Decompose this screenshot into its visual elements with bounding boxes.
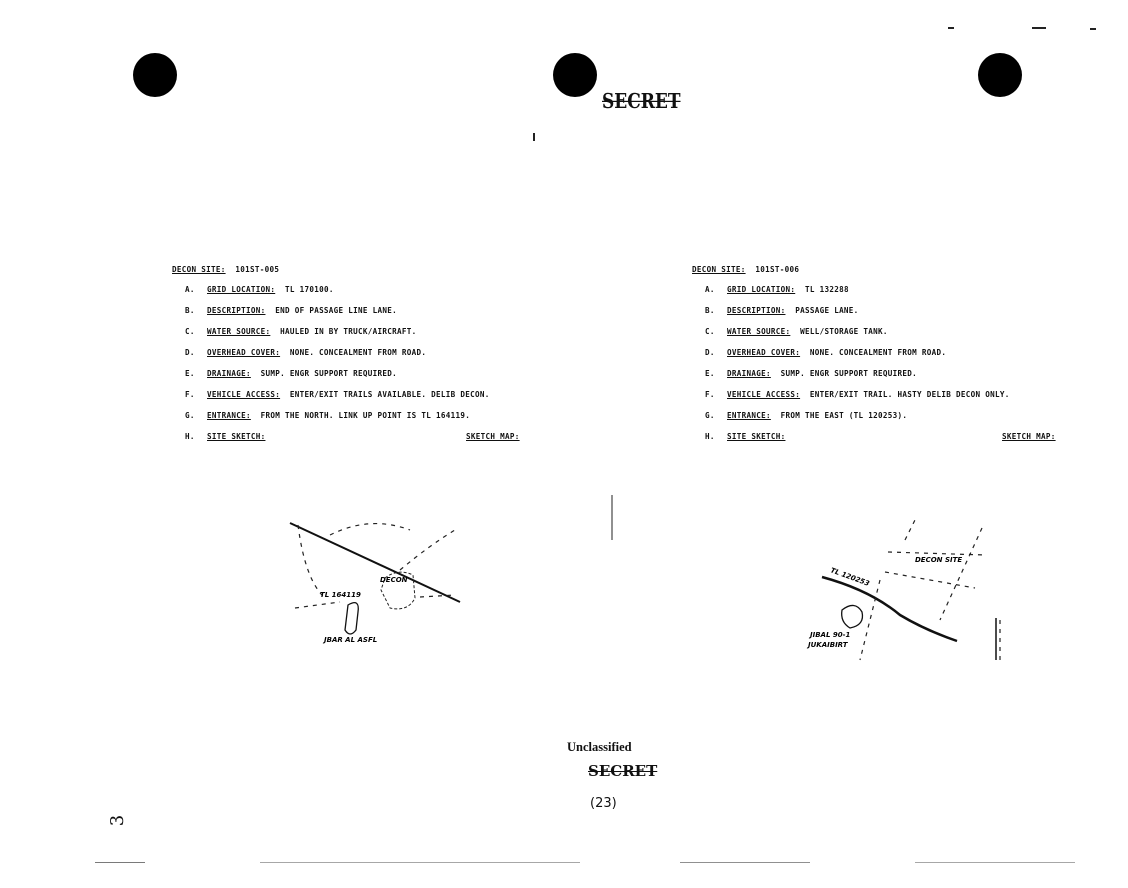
- scan-speck: [260, 862, 580, 863]
- unclassified-label: Unclassified: [567, 740, 632, 754]
- svg-text:JIBAL 90-1: JIBAL 90-1: [808, 631, 851, 639]
- field-row: E.DRAINAGE: SUMP. ENGR SUPPORT REQUIRED.: [185, 369, 398, 378]
- field-row: F.VEHICLE ACCESS: ENTER/EXIT TRAILS AVAI…: [185, 390, 490, 399]
- svg-text:JBAR AL ASFL: JBAR AL ASFL: [322, 636, 377, 644]
- field-row: B.DESCRIPTION: END OF PASSAGE LINE LANE.: [185, 306, 398, 315]
- scan-speck: [95, 862, 145, 863]
- field-row: G.ENTRANCE: FROM THE EAST (TL 120253).: [705, 411, 908, 420]
- svg-text:JUKAIBIRT: JUKAIBIRT: [806, 641, 849, 649]
- sketch-map-label: SKETCH MAP:: [1002, 432, 1056, 441]
- handwritten-mark: 3: [107, 814, 129, 827]
- svg-text:DECON SITE: DECON SITE: [915, 556, 962, 564]
- field-row: F.VEHICLE ACCESS: ENTER/EXIT TRAIL. HAST…: [705, 390, 1010, 399]
- site-id: 101ST-006: [755, 265, 800, 274]
- field-row: D.OVERHEAD COVER: NONE. CONCEALMENT FROM…: [705, 348, 947, 357]
- field-row: B.DESCRIPTION: PASSAGE LANE.: [705, 306, 859, 315]
- field-row: A.GRID LOCATION: TL 132288: [705, 285, 849, 294]
- scan-speck: [1032, 27, 1046, 29]
- scan-speck: [1090, 28, 1096, 30]
- field-row: H.SITE SKETCH:: [705, 432, 786, 441]
- scan-speck: [948, 27, 954, 29]
- site-id: 101ST-005: [235, 265, 280, 274]
- scan-speck: [533, 133, 535, 141]
- svg-text:DECON: DECON: [380, 576, 408, 584]
- site-sketch-006: TL 120253 DECON SITE JIBAL 90-1 JUKAIBIR…: [806, 519, 1001, 661]
- field-row: E.DRAINAGE: SUMP. ENGR SUPPORT REQUIRED.: [705, 369, 918, 378]
- scan-speck: [915, 862, 1075, 863]
- punch-hole: [978, 53, 1022, 97]
- sketch-map-label: SKETCH MAP:: [466, 432, 520, 441]
- field-row: D.OVERHEAD COVER: NONE. CONCEALMENT FROM…: [185, 348, 427, 357]
- scan-speck: [611, 495, 613, 540]
- field-row: G.ENTRANCE: FROM THE NORTH. LINK UP POIN…: [185, 411, 471, 420]
- site-title-label: DECON SITE:: [692, 265, 746, 274]
- scan-speck: [680, 862, 810, 863]
- punch-hole: [553, 53, 597, 97]
- classification-marking: SECRET: [602, 90, 681, 114]
- svg-text:TL 164119: TL 164119: [320, 591, 361, 599]
- site-sketch-005: TL 164119 DECON JBAR AL ASFL: [289, 522, 461, 644]
- field-row: C.WATER SOURCE: WELL/STORAGE TANK.: [705, 327, 888, 336]
- field-row: C.WATER SOURCE: HAULED IN BY TRUCK/AIRCR…: [185, 327, 417, 336]
- svg-text:TL 120253: TL 120253: [829, 566, 870, 588]
- field-row: A.GRID LOCATION: TL 170100.: [185, 285, 334, 294]
- field-row: H.SITE SKETCH:: [185, 432, 266, 441]
- punch-hole: [133, 53, 177, 97]
- site-title-label: DECON SITE:: [172, 265, 226, 274]
- page-number: (23): [590, 796, 617, 811]
- secret-stamp: SECRET: [588, 762, 658, 780]
